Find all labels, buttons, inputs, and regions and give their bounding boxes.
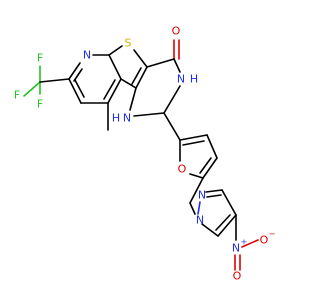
atom-n-ring: N xyxy=(177,73,185,86)
atom-f-top: F xyxy=(37,52,43,65)
bond-pz-c5-n1 xyxy=(201,223,219,237)
bond-c9-furan xyxy=(163,112,181,141)
bond-pz-c4-c5 xyxy=(217,214,237,237)
bond-py-c3-c4 xyxy=(107,78,122,104)
bond-th-c2-s xyxy=(108,45,123,56)
bond-pm-n-c7 xyxy=(129,87,137,111)
atom-f-bottom: F xyxy=(37,98,43,111)
bond-th-s-c6 xyxy=(133,49,148,68)
atom-n-pyrazole-1: N xyxy=(196,214,204,227)
bond-fu-c1-c2 xyxy=(179,134,208,141)
bond-pm-c9-n xyxy=(133,112,165,117)
bond-py-c5-c1 xyxy=(68,78,82,104)
atom-labels: F F F N S O N H H N O N N N + O − O xyxy=(14,25,276,283)
atom-n-nitro-charge: + xyxy=(241,238,248,247)
bond-py-c2-c3 xyxy=(108,54,122,80)
bond-py-c1-n-inner xyxy=(73,68,83,82)
bond-th-c6-c7-inner xyxy=(131,67,142,85)
bond-pz-n2-c3 xyxy=(205,189,223,193)
atom-hn-ring-h: H xyxy=(112,112,120,125)
bond-fu-c3-c4-inner xyxy=(199,157,212,174)
atom-s-thiophene: S xyxy=(125,37,132,50)
atom-n-ring-h: H xyxy=(190,73,198,86)
atom-n-pyrazole-2: N xyxy=(198,189,206,202)
atom-o-nitro-double: O xyxy=(233,270,242,283)
bond-pz-n2-c3-double xyxy=(206,194,222,198)
atom-o-nitro-minus-charge: − xyxy=(269,230,276,239)
bond-py-c5-c1-inner xyxy=(74,79,85,98)
atom-hn-ring: N xyxy=(123,112,131,125)
atom-o-furan: O xyxy=(178,163,187,176)
bond-pz-c4-c5-inner xyxy=(215,214,231,231)
bond-ch2-npyrazole xyxy=(189,202,196,215)
bond-pm-c6-c8 xyxy=(146,58,175,68)
bond-cf3-f-left xyxy=(23,81,41,97)
bond-cf3-ring xyxy=(39,78,70,83)
molecule-structure: F F F N S O N H H N O N N N + O − O xyxy=(0,0,300,300)
atom-f-left: F xyxy=(14,89,20,102)
bond-th-c6-c7 xyxy=(135,66,148,89)
atom-n-nitro: N xyxy=(232,242,240,255)
bond-pm-n-c9 xyxy=(163,85,181,114)
bond-fu-c3-c4 xyxy=(202,157,218,179)
bond-pz-c3-c4 xyxy=(221,189,237,216)
bond-pz-n1-n2 xyxy=(197,201,201,215)
bond-nitro-o-minus xyxy=(241,239,259,248)
bonds xyxy=(23,39,259,271)
bond-pm-c8-n xyxy=(173,58,181,73)
atom-n-pyridine: N xyxy=(83,49,91,62)
bond-fu-c2-c3 xyxy=(206,134,218,159)
bond-furan-ch2 xyxy=(189,177,204,204)
bond-py-c3-c4-inner xyxy=(103,79,116,100)
atom-o-carbonyl: O xyxy=(172,25,181,38)
atom-o-nitro-minus: O xyxy=(260,234,269,247)
background xyxy=(0,0,300,300)
bond-fu-c4-o xyxy=(189,173,204,179)
bond-py-c1-n xyxy=(68,62,81,80)
bond-fu-c1-c2-inner xyxy=(182,140,205,146)
bond-th-c7-c3 xyxy=(120,78,137,89)
